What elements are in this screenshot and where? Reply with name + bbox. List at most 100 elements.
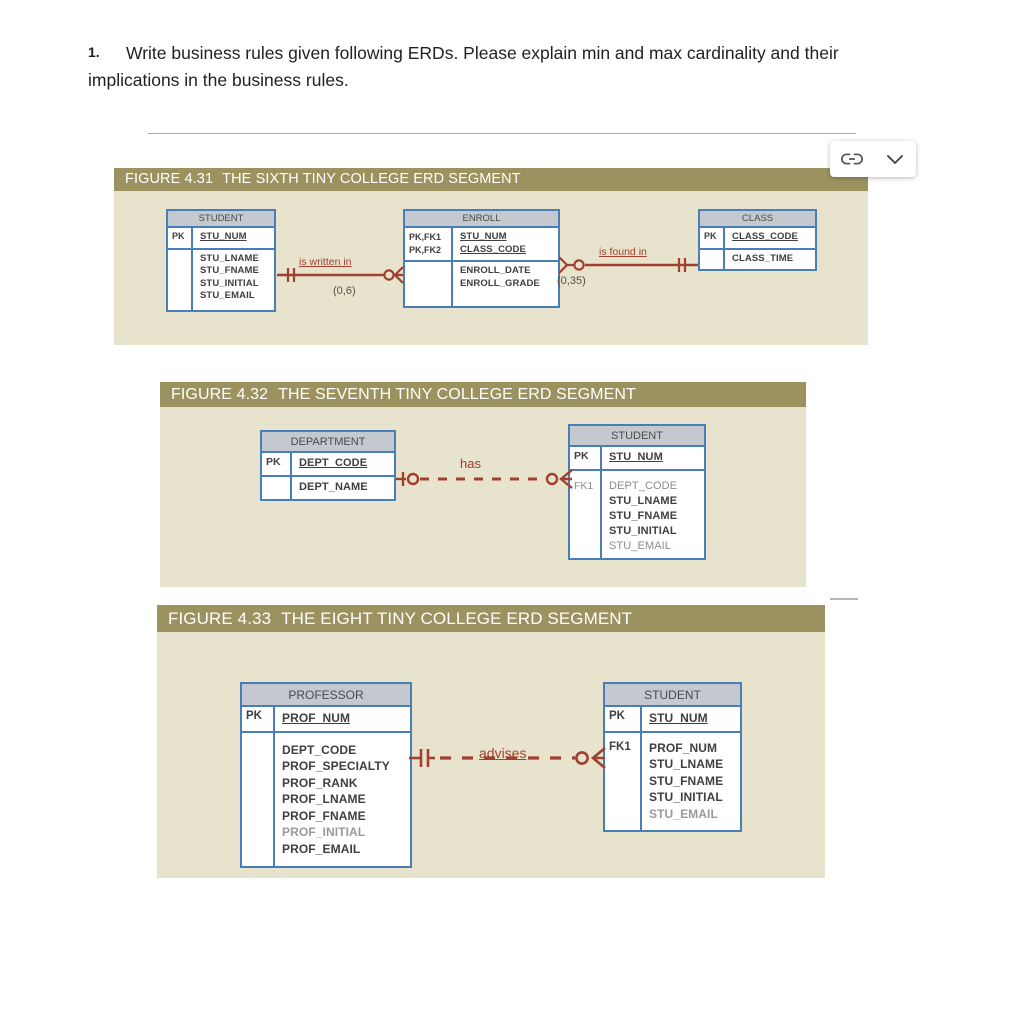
entity-attr-col: STU_NUM bbox=[642, 707, 740, 731]
attribute: STU_FNAME bbox=[200, 265, 259, 276]
figure-header-433: FIGURE 4.33 THE EIGHT TINY COLLEGE ERD S… bbox=[157, 605, 825, 632]
attribute: ENROLL_GRADE bbox=[460, 277, 540, 289]
entity-attr-col: STU_LNAME STU_FNAME STU_INITIAL STU_EMAI… bbox=[193, 250, 274, 310]
attribute: DEPT_CODE bbox=[609, 480, 678, 492]
entity-attr-col: PROF_NUM bbox=[275, 707, 410, 731]
entity-section-attrs: DEPT_CODE PROF_SPECIALTY PROF_RANK PROF_… bbox=[242, 730, 410, 867]
entity-section-key: PK CLASS_CODE bbox=[700, 228, 815, 248]
attribute: STU_EMAIL bbox=[609, 540, 672, 552]
entity-key-col bbox=[242, 732, 275, 866]
question-number: 1. bbox=[88, 44, 100, 60]
entity-section-attrs: DEPT_NAME bbox=[262, 475, 394, 499]
attribute: PROF_EMAIL bbox=[282, 841, 361, 856]
entity-section-attrs: ENROLL_DATE ENROLL_GRADE bbox=[405, 260, 558, 306]
attribute: PROF_FNAME bbox=[282, 808, 366, 823]
entity-key-col: PK bbox=[605, 707, 642, 731]
entity-key-col: PK bbox=[262, 453, 292, 475]
attribute: STU_INITIAL bbox=[649, 790, 723, 804]
link-icon[interactable] bbox=[835, 145, 869, 173]
entity-attr-col: PROF_NUM STU_LNAME STU_FNAME STU_INITIAL… bbox=[642, 733, 740, 831]
relationship-label: advises bbox=[479, 745, 527, 761]
attribute: PROF_NUM bbox=[282, 711, 351, 725]
attribute: ENROLL_DATE bbox=[460, 265, 531, 276]
entity-attr-col: DEPT_CODE PROF_SPECIALTY PROF_RANK PROF_… bbox=[275, 733, 410, 867]
entity-key-col: FK1 bbox=[605, 732, 642, 830]
attribute: STU_EMAIL bbox=[200, 290, 255, 301]
entity-key-col bbox=[700, 249, 725, 269]
figure-title: THE EIGHT TINY COLLEGE ERD SEGMENT bbox=[281, 609, 633, 628]
figure-panel-433: FIGURE 4.33 THE EIGHT TINY COLLEGE ERD S… bbox=[157, 605, 825, 878]
entity-key-col: PK,FK1 PK,FK2 bbox=[405, 228, 453, 260]
figure-header-432: FIGURE 4.32 THE SEVENTH TINY COLLEGE ERD… bbox=[160, 382, 806, 407]
entity-title: STUDENT bbox=[605, 684, 740, 707]
entity-section-key: PK STU_NUM bbox=[605, 707, 740, 731]
entity-section-attrs: FK1 PROF_NUM STU_LNAME STU_FNAME STU_INI… bbox=[605, 730, 740, 831]
entity-title: ENROLL bbox=[405, 211, 558, 228]
entity-key-col bbox=[262, 477, 292, 499]
entity-section-key: PK,FK1 PK,FK2 STU_NUM CLASS_CODE bbox=[405, 228, 558, 260]
figure-title: THE SIXTH TINY COLLEGE ERD SEGMENT bbox=[222, 171, 521, 188]
entity-title: STUDENT bbox=[168, 211, 274, 228]
entity-section-key: PK PROF_NUM bbox=[242, 707, 410, 731]
attribute: PROF_NUM bbox=[649, 740, 718, 755]
attribute: STU_FNAME bbox=[609, 510, 678, 522]
entity-section-key: PK STU_NUM bbox=[570, 447, 704, 469]
entity-attr-col: CLASS_CODE bbox=[725, 228, 815, 248]
attribute: STU_INITIAL bbox=[609, 525, 677, 537]
entity-section-key: PK DEPT_CODE bbox=[262, 453, 394, 475]
entity-key-col: PK bbox=[570, 447, 602, 469]
relationship-has: has bbox=[394, 456, 574, 491]
entity-key-col: PK bbox=[700, 228, 725, 248]
entity-attr-col: DEPT_NAME bbox=[292, 477, 394, 499]
entity-professor: PROFESSOR PK PROF_NUM DEPT_CODE PROF_SPE… bbox=[240, 682, 412, 868]
figure-header-431: FIGURE 4.31 THE SIXTH TINY COLLEGE ERD S… bbox=[114, 168, 868, 191]
entity-attr-col: ENROLL_DATE ENROLL_GRADE bbox=[453, 262, 558, 306]
attribute: STU_LNAME bbox=[609, 495, 678, 507]
entity-class: CLASS PK CLASS_CODE CLASS_TIME bbox=[698, 209, 817, 271]
entity-student: STUDENT PK STU_NUM FK1 PROF_NUM STU_LNAM… bbox=[603, 682, 742, 832]
attribute: CLASS_CODE bbox=[732, 231, 798, 242]
attribute: DEPT_NAME bbox=[299, 481, 368, 493]
entity-attr-col: STU_NUM bbox=[193, 228, 274, 248]
question-block: 1. Write business rules given following … bbox=[88, 40, 928, 94]
entity-attr-col: STU_NUM CLASS_CODE bbox=[453, 228, 558, 260]
entity-section-attrs: FK1 DEPT_CODE STU_LNAME STU_FNAME STU_IN… bbox=[570, 469, 704, 558]
entity-department: DEPARTMENT PK DEPT_CODE DEPT_NAME bbox=[260, 430, 396, 501]
relationship-label: is written in bbox=[299, 256, 352, 268]
entity-student: STUDENT PK STU_NUM STU_LNAME STU_FNAME S… bbox=[166, 209, 276, 312]
relationship-advises: advises bbox=[407, 745, 607, 771]
attribute: STU_NUM bbox=[200, 231, 247, 242]
entity-title: PROFESSOR bbox=[242, 684, 410, 707]
entity-title: STUDENT bbox=[570, 426, 704, 447]
entity-section-attrs: STU_LNAME STU_FNAME STU_INITIAL STU_EMAI… bbox=[168, 247, 274, 310]
divider-rule-mid bbox=[830, 598, 858, 600]
divider-rule-top bbox=[148, 133, 856, 134]
question-text: Write business rules given following ERD… bbox=[88, 43, 839, 91]
figure-panel-431: FIGURE 4.31 THE SIXTH TINY COLLEGE ERD S… bbox=[114, 168, 868, 345]
attribute: DEPT_CODE bbox=[282, 742, 357, 757]
figure-number: FIGURE 4.32 bbox=[171, 385, 269, 403]
floating-toolbar[interactable] bbox=[830, 141, 916, 177]
figure-number: FIGURE 4.31 bbox=[125, 171, 214, 188]
entity-title: DEPARTMENT bbox=[262, 432, 394, 453]
entity-enroll: ENROLL PK,FK1 PK,FK2 STU_NUM CLASS_CODE … bbox=[403, 209, 560, 308]
attribute: CLASS_TIME bbox=[732, 252, 794, 264]
attribute: STU_LNAME bbox=[649, 757, 724, 771]
entity-key-col bbox=[168, 249, 193, 310]
attribute: STU_LNAME bbox=[200, 252, 259, 264]
relationship-is-written-in: is written in (0,6) bbox=[275, 256, 405, 297]
attribute: STU_NUM bbox=[460, 231, 507, 242]
figure-number: FIGURE 4.33 bbox=[168, 609, 272, 628]
attribute: STU_INITIAL bbox=[200, 277, 259, 289]
attribute: CLASS_CODE bbox=[460, 243, 526, 255]
relationship-label: is found in bbox=[599, 246, 647, 258]
entity-title: CLASS bbox=[700, 211, 815, 228]
cardinality-label: (0,6) bbox=[333, 285, 356, 297]
cardinality-label: (0,35) bbox=[557, 275, 586, 287]
entity-section-key: PK STU_NUM bbox=[168, 228, 274, 248]
attribute: STU_EMAIL bbox=[649, 806, 718, 821]
entity-attr-col: STU_NUM bbox=[602, 447, 704, 469]
entity-key-col bbox=[405, 262, 453, 306]
chevron-down-icon[interactable] bbox=[878, 145, 912, 173]
attribute: PROF_INITIAL bbox=[282, 825, 366, 839]
